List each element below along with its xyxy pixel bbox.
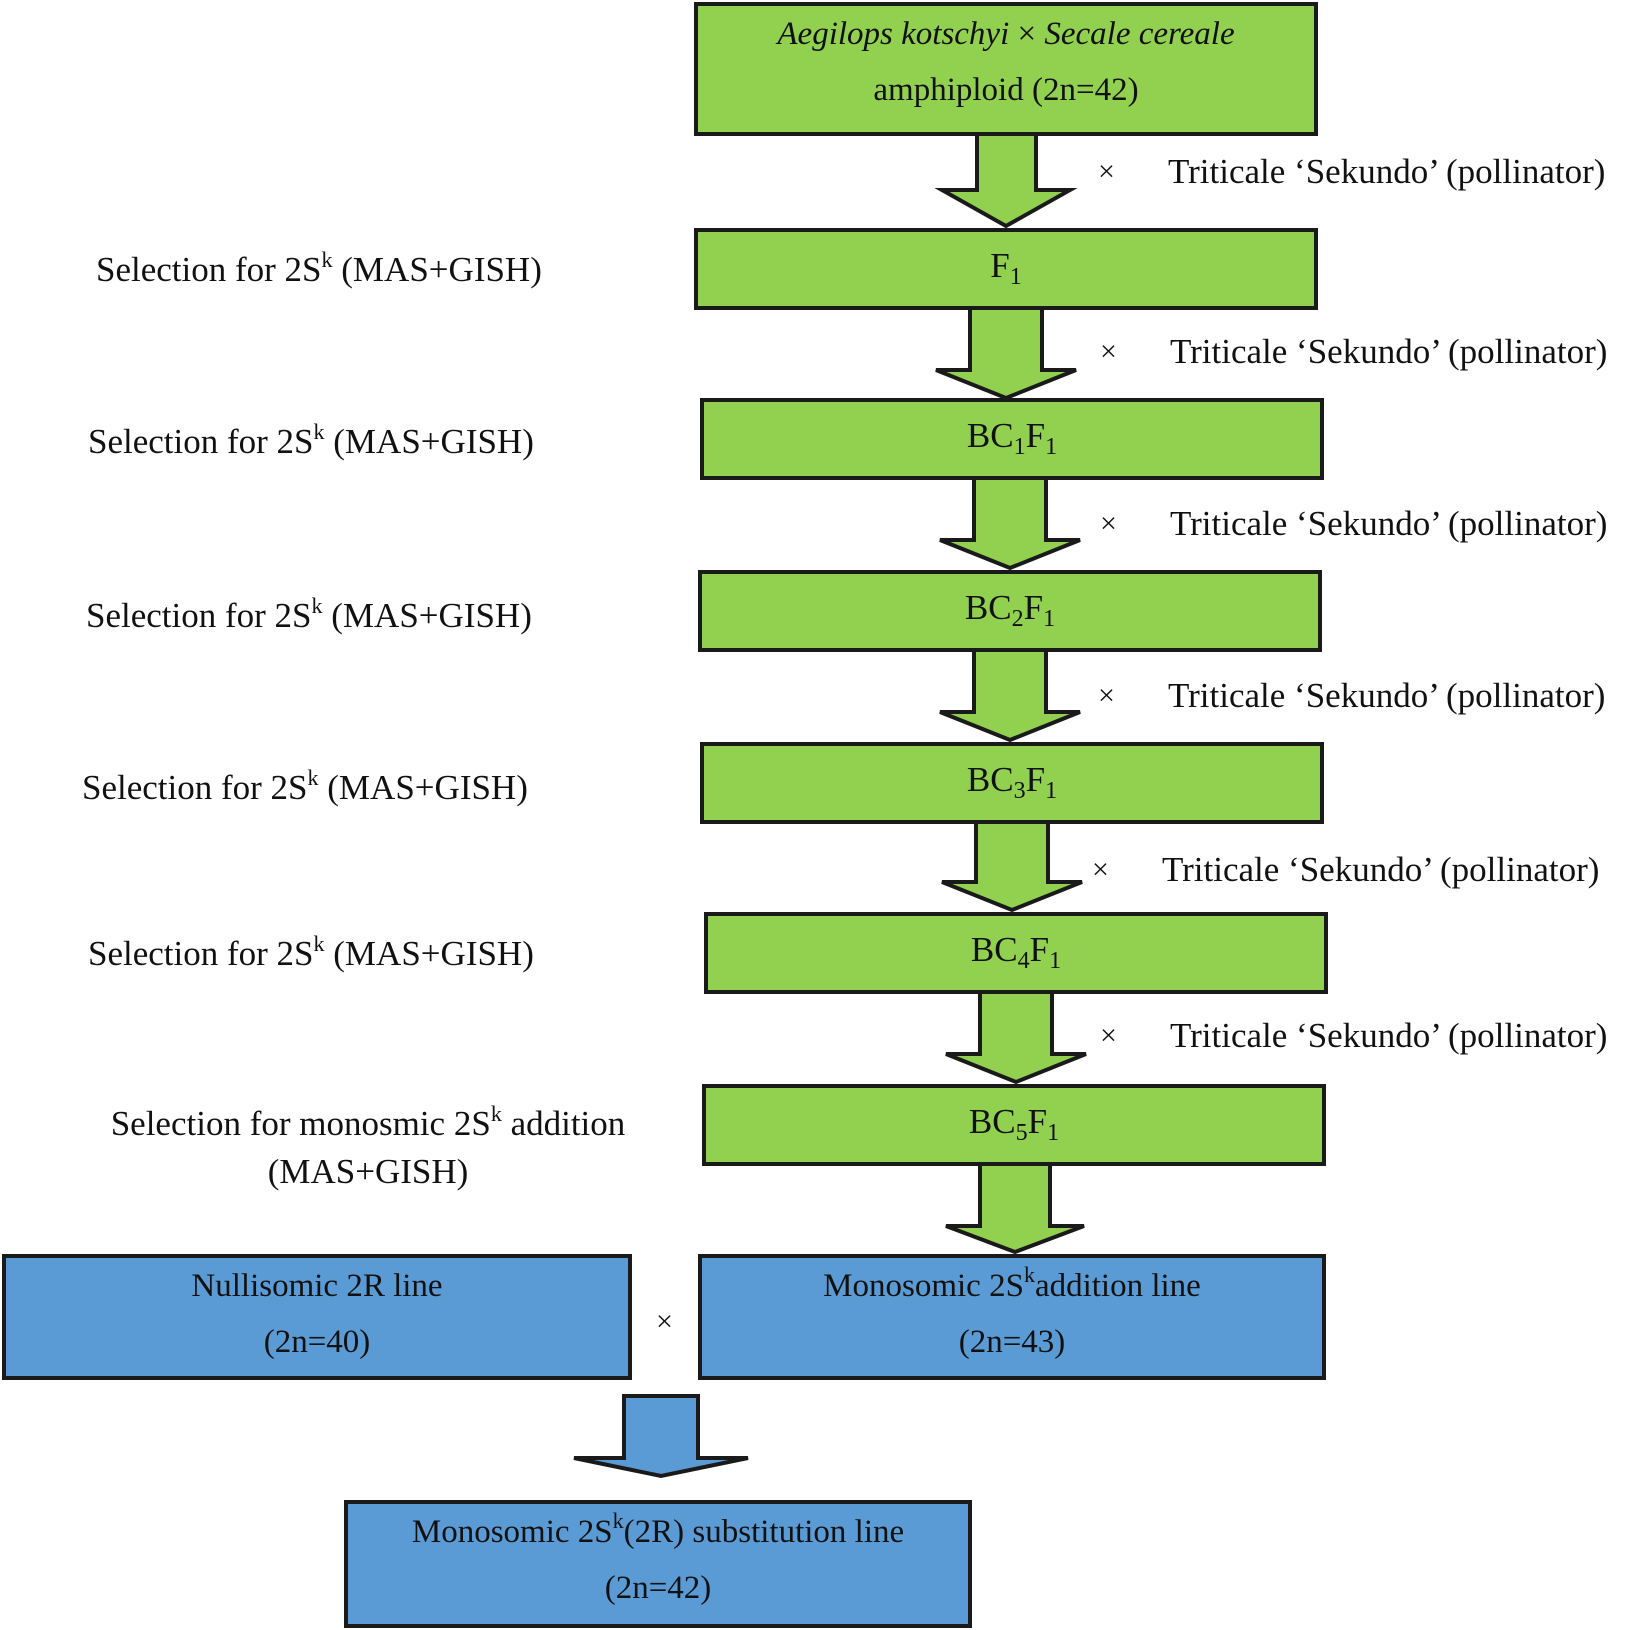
arrow-bc3-to-bc4 — [941, 820, 1083, 913]
cross-symbol-6: × — [1100, 1019, 1117, 1052]
selection-label-bc5: Selection for monosmic 2Sk addition (MAS… — [110, 1101, 626, 1192]
bc1f1-label: BC1F1 — [966, 416, 1058, 460]
bc5f1-label: BC5F1 — [968, 1102, 1060, 1146]
pollinator-label-3: Triticale ‘Sekundo’ (pollinator) — [1170, 504, 1608, 543]
final-cross-symbol: × — [656, 1305, 673, 1338]
bc4f1-label: BC4F1 — [970, 930, 1062, 974]
nullisomic-2r-box: Nullisomic 2R line (2n=40) — [2, 1254, 632, 1380]
pollinator-label-6: Triticale ‘Sekundo’ (pollinator) — [1170, 1016, 1608, 1055]
bc3f1-box: BC3F1 — [700, 742, 1324, 824]
bc2f1-box: BC2F1 — [698, 570, 1322, 652]
selection-label-bc4: Selection for 2Sk (MAS+GISH) — [88, 931, 534, 974]
cross-symbol-3: × — [1100, 507, 1117, 540]
pollinator-label-2: Triticale ‘Sekundo’ (pollinator) — [1170, 332, 1608, 371]
arrow-bc1-to-bc2 — [939, 476, 1081, 571]
pollinator-label-5: Triticale ‘Sekundo’ (pollinator) — [1162, 850, 1600, 889]
cross-symbol-4: × — [1098, 679, 1115, 712]
monosomic-addition-box: Monosomic 2Skaddition line (2n=43) — [698, 1254, 1326, 1380]
substitution-chromosome-count: (2n=42) — [604, 1570, 712, 1606]
bc4f1-box: BC4F1 — [704, 912, 1328, 994]
selection-label-bc2: Selection for 2Sk (MAS+GISH) — [86, 593, 532, 636]
monosomic-addition-label: Monosomic 2Skaddition line — [823, 1262, 1201, 1305]
arrow-bc4-to-bc5 — [945, 990, 1087, 1085]
pollinator-label-1: Triticale ‘Sekundo’ (pollinator) — [1168, 152, 1606, 191]
pollinator-label-4: Triticale ‘Sekundo’ (pollinator) — [1168, 676, 1606, 715]
parent-amphiploid-label: amphiploid (2n=42) — [873, 72, 1139, 108]
arrow-bc2-to-bc3 — [939, 648, 1081, 743]
bc5f1-box: BC5F1 — [702, 1084, 1326, 1166]
selection-label-f1: Selection for 2Sk (MAS+GISH) — [96, 247, 542, 290]
species-cross-sign: × — [1017, 16, 1037, 52]
bc2f1-label: BC2F1 — [964, 588, 1056, 632]
arrow-cross-to-substitution — [573, 1394, 749, 1479]
parent-species-line: Aegilops kotschyi × Secale cereale — [698, 6, 1314, 62]
bc1f1-box: BC1F1 — [700, 398, 1324, 480]
f1-label: F1 — [990, 246, 1022, 290]
selection-label-bc1: Selection for 2Sk (MAS+GISH) — [88, 419, 534, 462]
selection-label-bc3: Selection for 2Sk (MAS+GISH) — [82, 765, 528, 808]
nullisomic-chromosome-count: (2n=40) — [263, 1324, 371, 1360]
f1-box: F1 — [694, 228, 1318, 310]
cross-symbol-1: × — [1098, 155, 1115, 188]
cross-symbol-5: × — [1092, 853, 1109, 886]
species-a: Aegilops kotschyi — [777, 16, 1010, 52]
arrow-f1-to-bc1 — [935, 306, 1077, 401]
substitution-line-box: Monosomic 2Sk(2R) substitution line (2n=… — [344, 1500, 972, 1628]
cross-symbol-2: × — [1100, 335, 1117, 368]
parent-amphiploid-box: Aegilops kotschyi × Secale cereale amphi… — [694, 2, 1318, 136]
bc3f1-label: BC3F1 — [966, 760, 1058, 804]
arrow-bc5-to-monosomic — [945, 1162, 1085, 1255]
arrow-parent-to-f1 — [934, 130, 1078, 229]
monosomic-addition-chromosome-count: (2n=43) — [958, 1324, 1066, 1360]
species-b: Secale cereale — [1044, 16, 1235, 52]
nullisomic-label: Nullisomic 2R line — [191, 1268, 443, 1304]
substitution-label: Monosomic 2Sk(2R) substitution line — [411, 1508, 905, 1551]
